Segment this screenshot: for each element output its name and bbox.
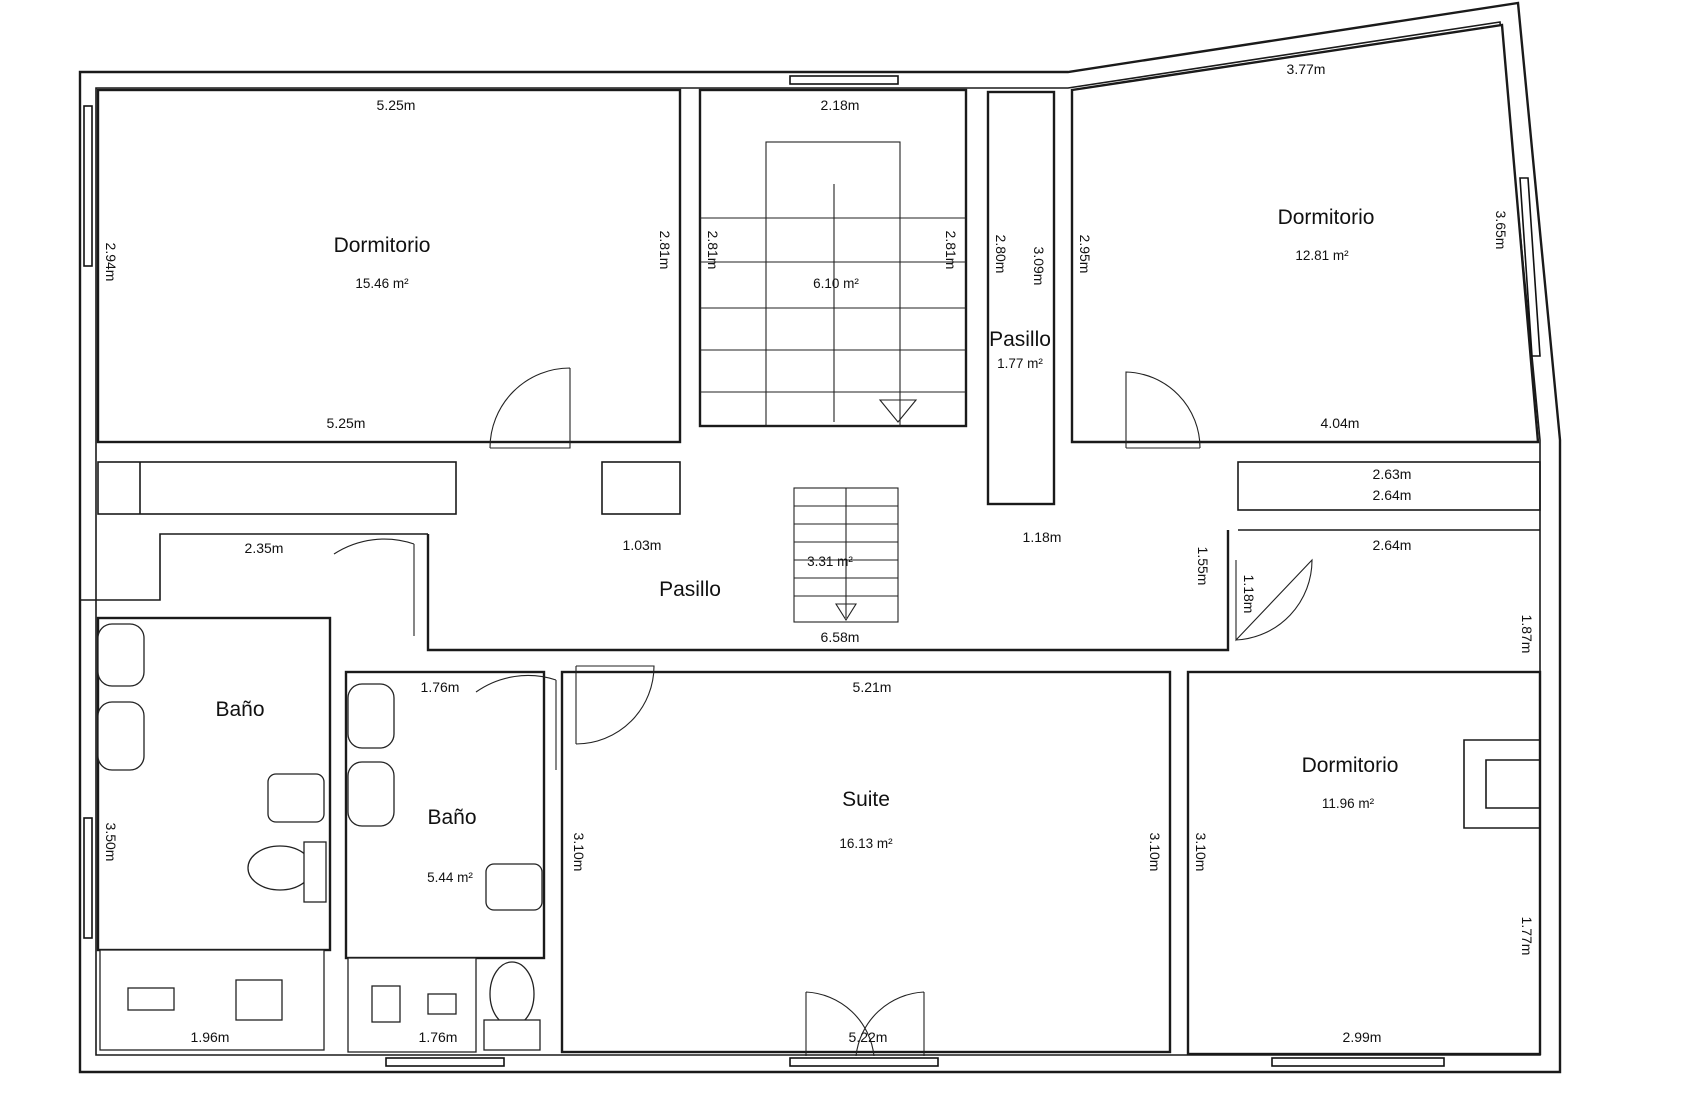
suite-name: Suite (842, 788, 890, 811)
bedroom-ne-name: Dormitorio (1278, 206, 1375, 229)
dim-label: 1.76m (419, 1029, 458, 1045)
bath-w-name: Baño (215, 698, 264, 721)
bath-c-fixtures (347, 683, 543, 1053)
bath-w-fixtures (97, 623, 327, 1051)
dim-label: 1.76m (421, 679, 460, 695)
bedroom-nw-outline (96, 88, 682, 444)
dim-label: 5.25m (327, 415, 366, 431)
windows (83, 75, 1541, 1067)
dim-label: 1.87m (1519, 615, 1535, 654)
dimension-labels: 5.25m 5.25m 2.94m 2.81m 2.18m 2.81m 2.81… (103, 61, 1535, 1045)
bedroom-se-area: 11.96 m² (1322, 796, 1375, 811)
dim-label: 2.94m (103, 243, 119, 282)
closet-center (601, 461, 681, 515)
dim-label: 3.10m (571, 833, 587, 872)
bedroom-se-name: Dormitorio (1302, 754, 1399, 777)
doors (333, 367, 1313, 1057)
dim-label: 3.10m (1147, 833, 1163, 872)
hall-main-outline (426, 530, 1230, 652)
small-stairs-area: 3.31 m² (807, 554, 853, 569)
bedroom-ne-area: 12.81 m² (1295, 248, 1349, 263)
dim-label: 6.58m (821, 629, 860, 645)
dim-label: 2.63m (1373, 466, 1412, 482)
closet-nw (97, 461, 457, 515)
suite-area: 16.13 m² (839, 836, 893, 851)
dim-label: 2.81m (657, 231, 673, 270)
dim-label: 2.64m (1373, 487, 1412, 503)
dim-label: 2.99m (1343, 1029, 1382, 1045)
dim-label: 2.18m (821, 97, 860, 113)
stairs-area: 6.10 m² (813, 276, 859, 291)
bath-c-name: Baño (427, 806, 476, 829)
dim-label: 1.55m (1195, 547, 1211, 586)
suite-outline (560, 670, 1172, 1054)
bedroom-nw-area: 15.46 m² (355, 276, 409, 291)
bedroom-ne-outline (1070, 23, 1540, 444)
dim-label: 2.81m (943, 231, 959, 270)
dim-label: 3.10m (1193, 833, 1209, 872)
hall-main-name: Pasillo (659, 578, 721, 601)
dim-label: 5.25m (377, 97, 416, 113)
dim-label: 1.03m (623, 537, 662, 553)
dim-label: 2.95m (1077, 235, 1093, 274)
dim-label: 2.35m (245, 540, 284, 556)
dim-label: 3.65m (1493, 211, 1509, 250)
dim-label: 2.81m (705, 231, 721, 270)
dim-label: 2.64m (1373, 537, 1412, 553)
dim-label: 3.77m (1287, 61, 1326, 77)
room-labels: Dormitorio 15.46 m² 6.10 m² Pasillo 1.77… (215, 206, 1398, 885)
stair-well-outline (698, 88, 968, 428)
dim-label: 3.50m (103, 823, 119, 862)
narrow-hall-area: 1.77 m² (997, 356, 1043, 371)
dim-label: 1.96m (191, 1029, 230, 1045)
dim-label: 2.80m (993, 235, 1009, 274)
bedroom-nw-name: Dormitorio (334, 234, 431, 257)
dim-label: 5.22m (849, 1029, 888, 1045)
dim-label: 1.77m (1519, 917, 1535, 956)
bedroom-se-outline (1186, 670, 1542, 1056)
small-stairs (793, 487, 899, 623)
closet-ne (1237, 461, 1541, 511)
main-stairs (700, 141, 966, 427)
room-outlines (80, 23, 1542, 1056)
dim-label: 3.09m (1031, 247, 1047, 286)
bath-c-area: 5.44 m² (427, 870, 473, 885)
narrow-hall-outline (986, 90, 1056, 506)
dim-label: 5.21m (853, 679, 892, 695)
narrow-hall-name: Pasillo (989, 328, 1051, 351)
dim-label: 1.18m (1023, 529, 1062, 545)
dim-label: 1.18m (1241, 575, 1257, 614)
dim-label: 4.04m (1321, 415, 1360, 431)
